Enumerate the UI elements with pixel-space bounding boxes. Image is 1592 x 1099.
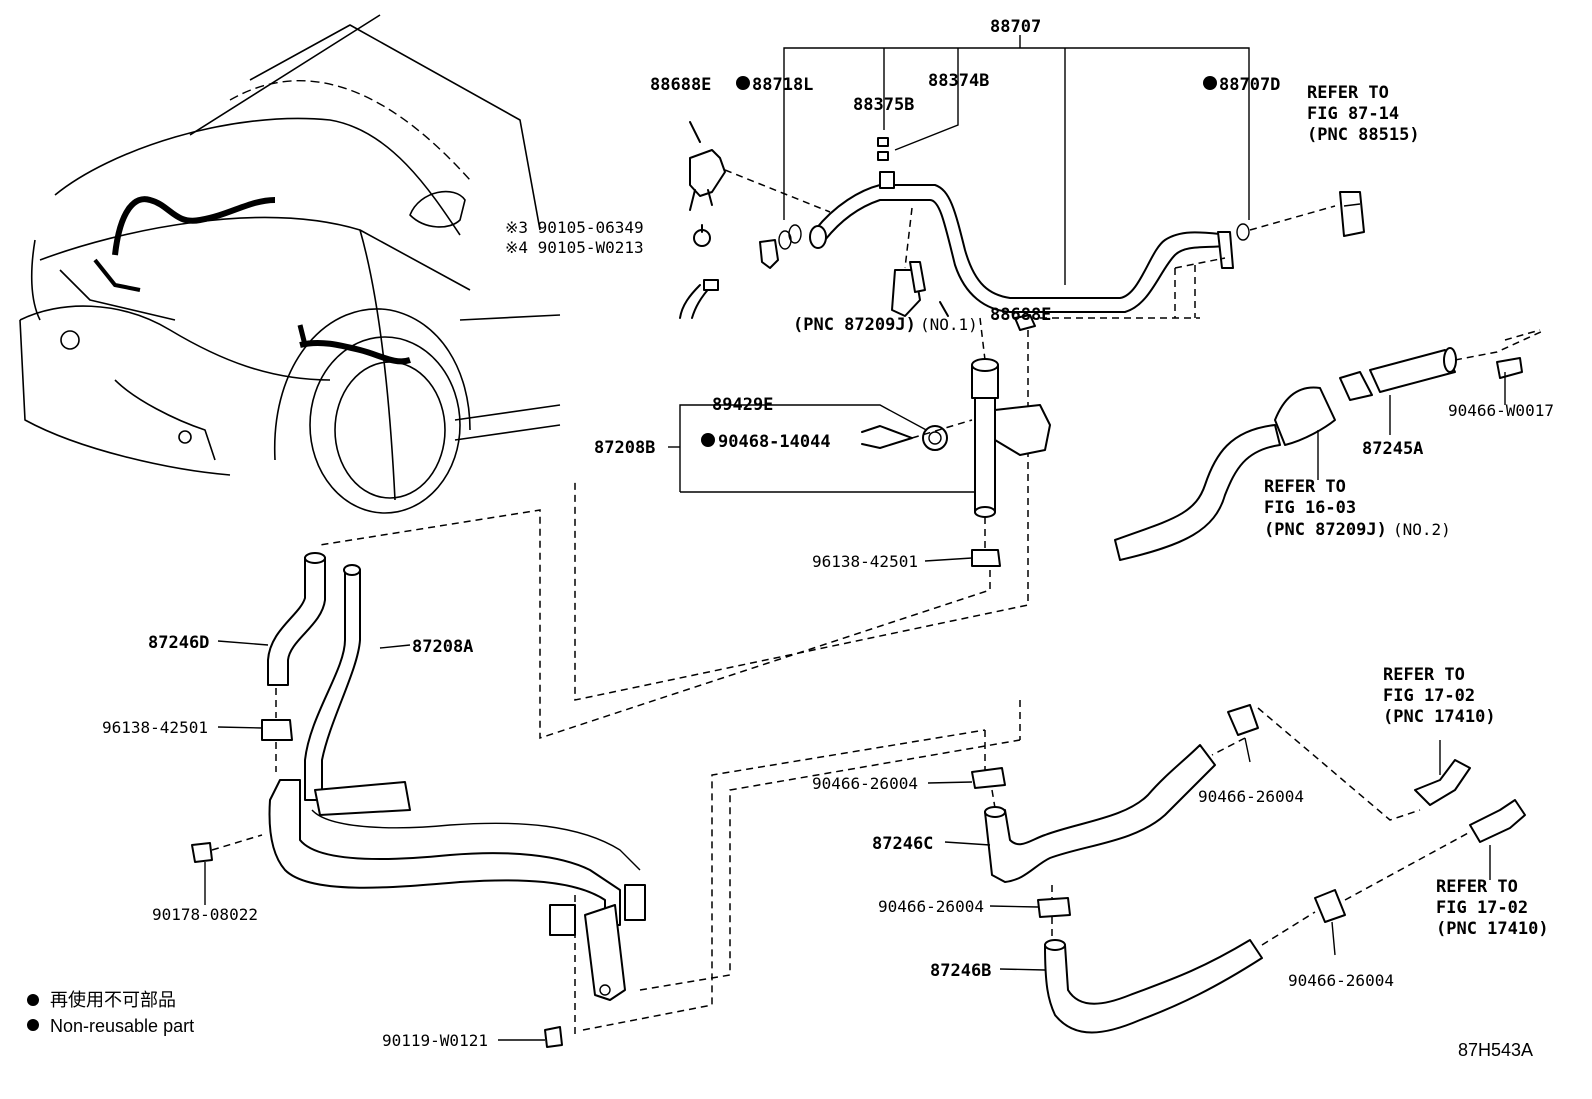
non-reusable-dot-90468: [701, 433, 715, 447]
label-88374b: 88374B: [928, 71, 989, 91]
refer-1603-line3: (PNC 87209J): [1264, 520, 1387, 540]
figure-id: 87H543A: [1458, 1040, 1533, 1060]
sensor-88688e-top: [689, 121, 726, 247]
refer-1603-line1: REFER TO: [1264, 477, 1346, 497]
label-bolt-note3: ※3 90105-06349: [505, 218, 644, 237]
refer-8714-line1: REFER TO: [1307, 83, 1389, 103]
label-87208a: 87208A: [412, 637, 473, 657]
label-90466-26004-c: 90466-26004: [1198, 787, 1304, 806]
hoses-87246c-87246b: [971, 704, 1526, 1034]
label-87246d: 87246D: [148, 633, 209, 653]
non-reusable-dot-88718l: [736, 76, 750, 90]
refer-8714-line3: (PNC 88515): [1307, 125, 1420, 145]
label-no1: (NO.1): [920, 315, 978, 334]
refer-1702a-line1: REFER TO: [1383, 665, 1465, 685]
label-90466-26004-b: 90466-26004: [878, 897, 984, 916]
part-labels: 88707 88688E 88718L 88374B 88375B 88707D…: [102, 17, 1554, 1050]
label-90466-26004-d: 90466-26004: [1288, 971, 1394, 990]
label-88707d: 88707D: [1219, 75, 1280, 95]
legend-dot-en: [27, 1019, 39, 1031]
label-no2: (NO.2): [1393, 520, 1451, 539]
refer-8714-line2: FIG 87-14: [1307, 104, 1399, 124]
refer-1603-line2: FIG 16-03: [1264, 498, 1356, 518]
label-leaders: [217, 557, 1046, 1041]
vehicle-front-illustration: [19, 14, 561, 514]
bracket-88707: [783, 35, 1250, 285]
refer-1702b-line1: REFER TO: [1436, 877, 1518, 897]
refer-1702a-line2: FIG 17-02: [1383, 686, 1475, 706]
label-96138-42501-left: 96138-42501: [102, 718, 208, 737]
legend-japanese: 再使用不可部品: [50, 990, 176, 1010]
label-90466-26004-a: 90466-26004: [812, 774, 918, 793]
label-88375b: 88375B: [853, 95, 914, 115]
label-88707: 88707: [990, 17, 1041, 37]
leader-lines-top: [319, 169, 1336, 740]
legend: 再使用不可部品 Non-reusable part: [27, 990, 194, 1036]
refer-1702b-line3: (PNC 17410): [1436, 919, 1549, 939]
legend-dot-jp: [27, 994, 39, 1006]
label-87245a: 87245A: [1362, 439, 1423, 459]
pipe-88707: [759, 137, 1365, 313]
label-90468-14044: 90468-14044: [718, 432, 831, 452]
hose-87245a: [1114, 329, 1546, 561]
label-90466-w0017: 90466-W0017: [1448, 401, 1554, 420]
label-87208b: 87208B: [594, 438, 655, 458]
label-pnc-87209j-no1: (PNC 87209J): [793, 315, 916, 335]
label-96138-42501-top: 96138-42501: [812, 552, 918, 571]
hoses-87246d-87208a: [191, 552, 1021, 1048]
label-88718l: 88718L: [752, 75, 813, 95]
refer-1702b-line2: FIG 17-02: [1436, 898, 1528, 918]
label-87246b: 87246B: [930, 961, 991, 981]
non-reusable-dot-88707d: [1203, 76, 1217, 90]
label-90178-08022: 90178-08022: [152, 905, 258, 924]
label-88688e-mid: 88688E: [990, 305, 1051, 325]
label-90119-w0121: 90119-W0121: [382, 1031, 488, 1050]
refer-1702a-line3: (PNC 17410): [1383, 707, 1496, 727]
sensor-88688e-mid: [679, 261, 1036, 331]
label-88688e-top: 88688E: [650, 75, 711, 95]
label-89429e: 89429E: [712, 395, 773, 415]
label-87246c: 87246C: [872, 834, 933, 854]
legend-english: Non-reusable part: [50, 1016, 194, 1036]
pipe-87208b: [668, 358, 1051, 567]
label-bolt-note4: ※4 90105-W0213: [505, 238, 644, 257]
